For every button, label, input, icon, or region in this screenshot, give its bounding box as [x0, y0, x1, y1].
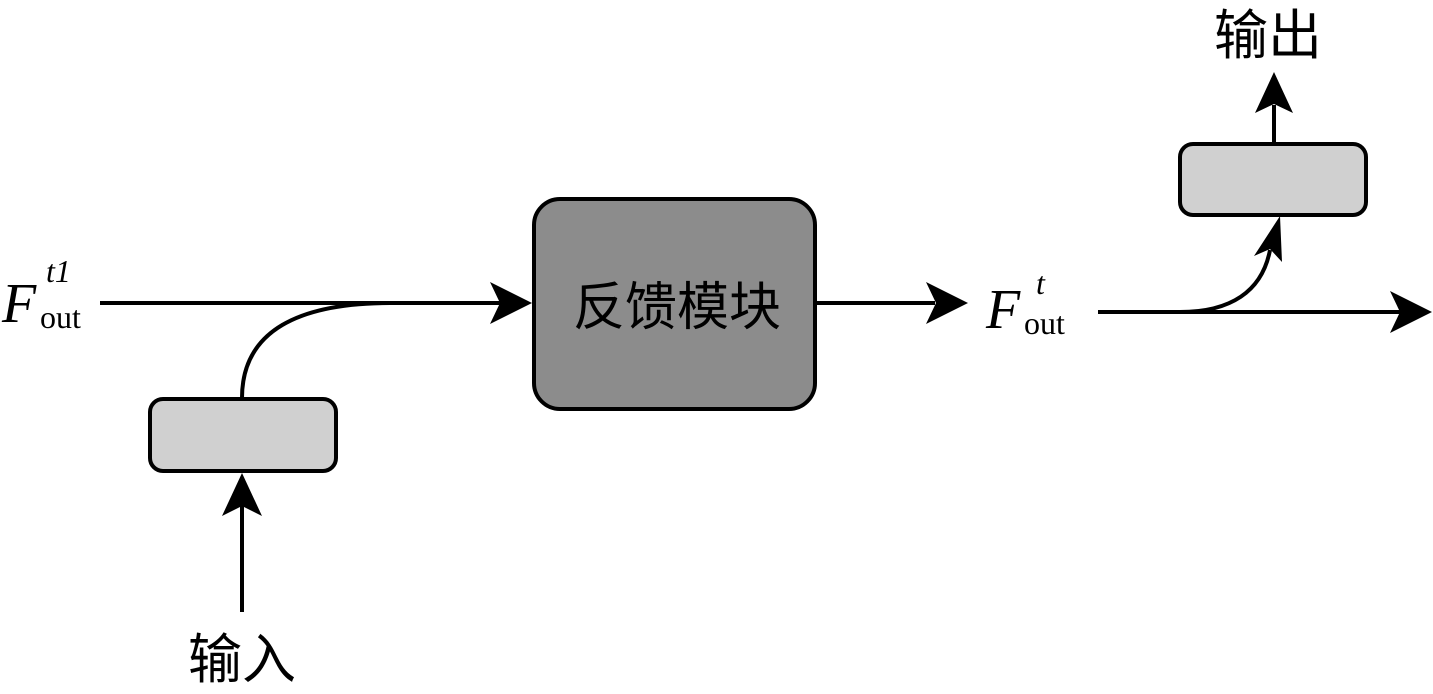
output-label: 输出 — [1214, 4, 1322, 67]
arrow-to-feedback-icon — [490, 282, 532, 324]
input-encoder-box — [148, 397, 338, 473]
f-curr-sup: t — [1036, 265, 1046, 301]
arrow-up-input-icon — [222, 473, 262, 516]
input-merge-curve — [240, 301, 391, 399]
f-prev-sup: t1 — [46, 253, 71, 289]
f-curr-base: F — [985, 279, 1021, 341]
output-branch-curve — [1179, 249, 1272, 314]
arrow-right-end-icon — [1390, 291, 1432, 333]
feedback-module-label: 反馈模块 — [573, 278, 781, 338]
input-label: 输入 — [188, 628, 296, 691]
output-decoder-box — [1178, 142, 1368, 217]
f-prev-base: F — [1, 273, 37, 335]
arrow-up-output-icon — [1255, 72, 1293, 113]
arrow-up-output-box-icon — [1254, 216, 1282, 262]
f-curr-sub: out — [1024, 305, 1065, 341]
arrow-to-fout-icon — [926, 282, 968, 324]
f-prev-sub: out — [40, 299, 81, 335]
